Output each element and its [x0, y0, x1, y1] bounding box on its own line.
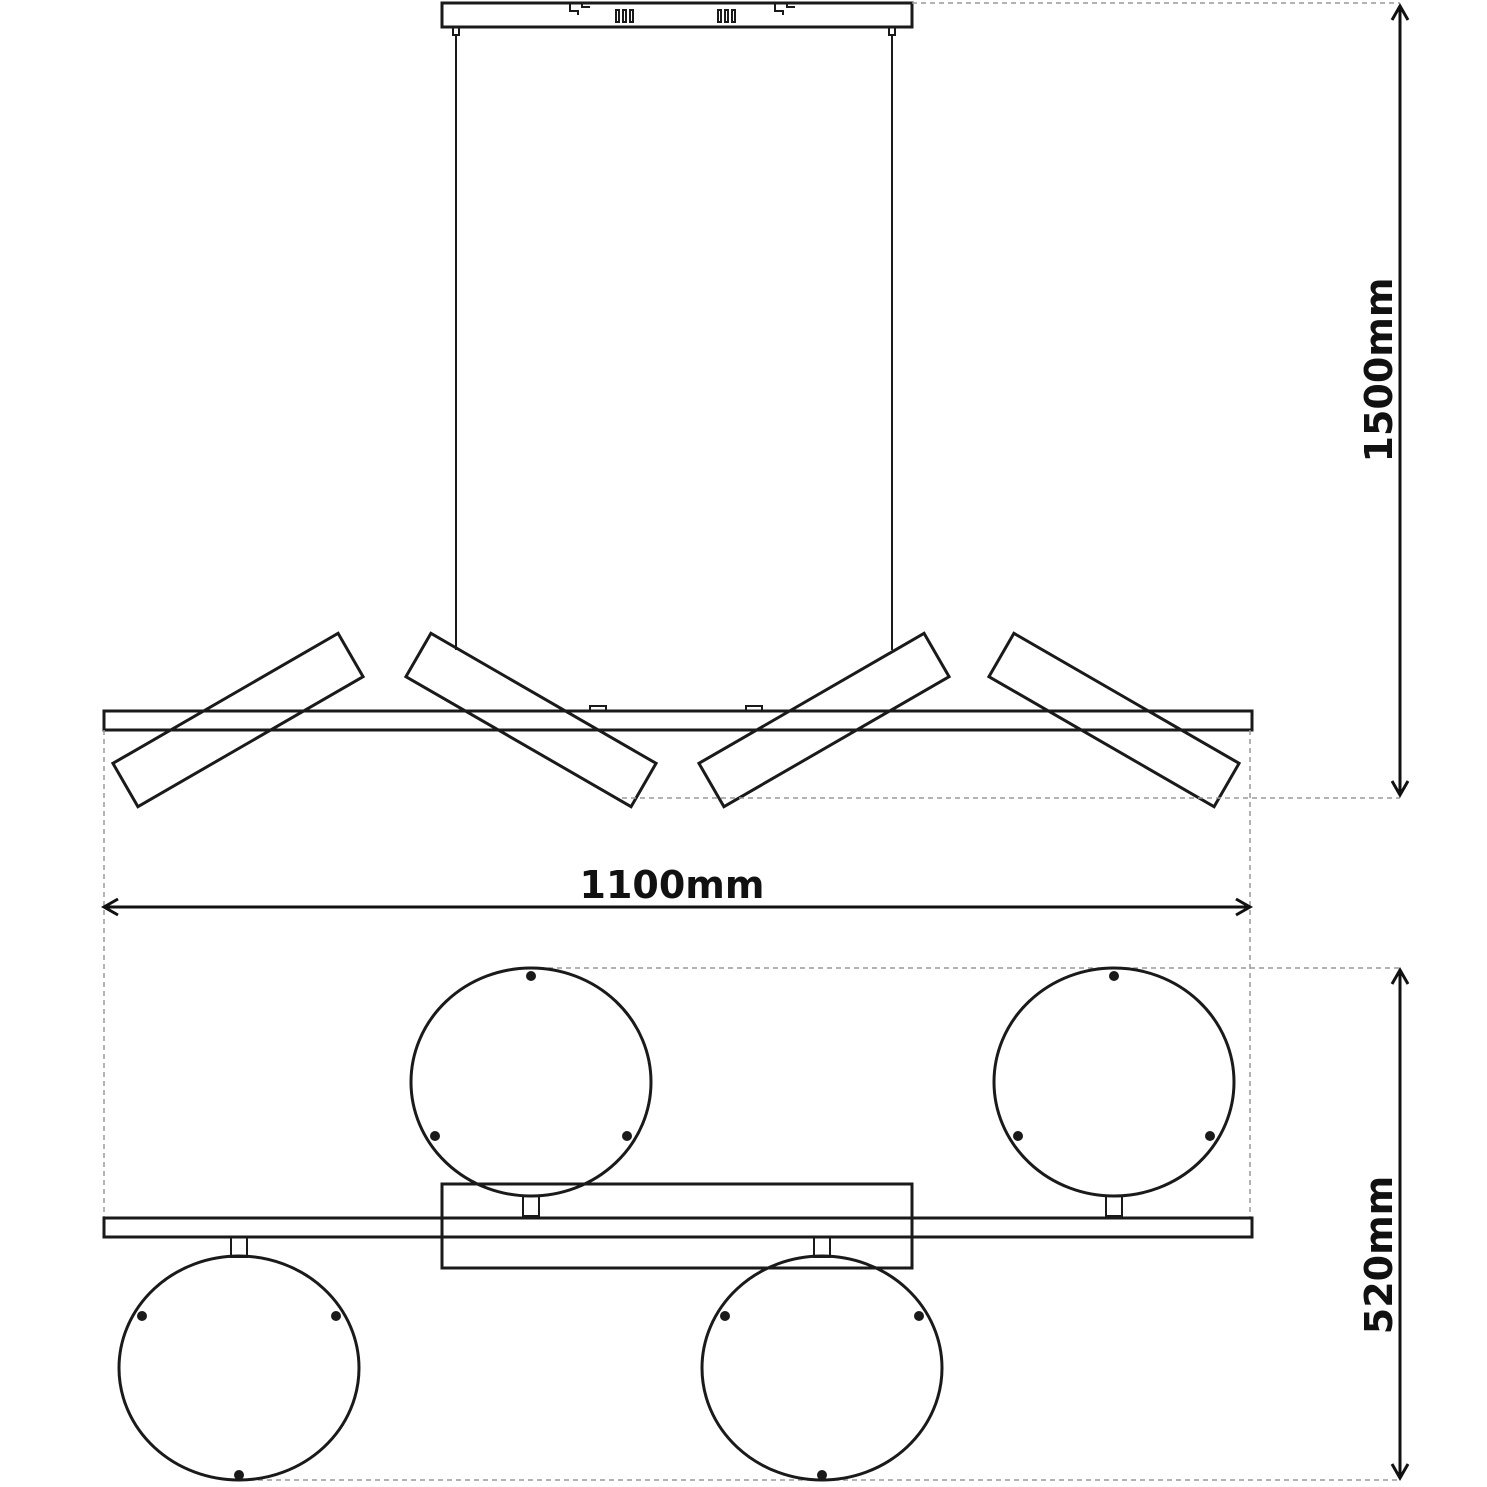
light-disc-4: [700, 1254, 944, 1482]
light-head-4: [986, 631, 1242, 809]
guide-lines: [103, 2, 1400, 1481]
light-disc-3: [117, 1254, 361, 1482]
height-label: 1500mm: [1357, 278, 1401, 463]
height-dimension: 1500mm: [1357, 2, 1410, 799]
depth-dimension: 520mm: [1357, 966, 1410, 1482]
main-bar-top: [102, 1216, 1254, 1239]
main-bar-front: [102, 709, 1254, 732]
ceiling-canopy: [440, 1, 914, 36]
width-label: 1100mm: [580, 863, 765, 907]
top-view: [102, 966, 1254, 1482]
light-disc-1: [409, 966, 653, 1198]
front-view: [102, 1, 1254, 809]
depth-label: 520mm: [1357, 1176, 1401, 1335]
light-disc-2: [992, 966, 1236, 1198]
canopy-top: [440, 1182, 914, 1270]
light-head-2: [403, 631, 659, 809]
width-dimension: 1100mm: [100, 863, 1254, 917]
light-head-3: [696, 631, 952, 809]
light-head-1: [110, 631, 366, 809]
